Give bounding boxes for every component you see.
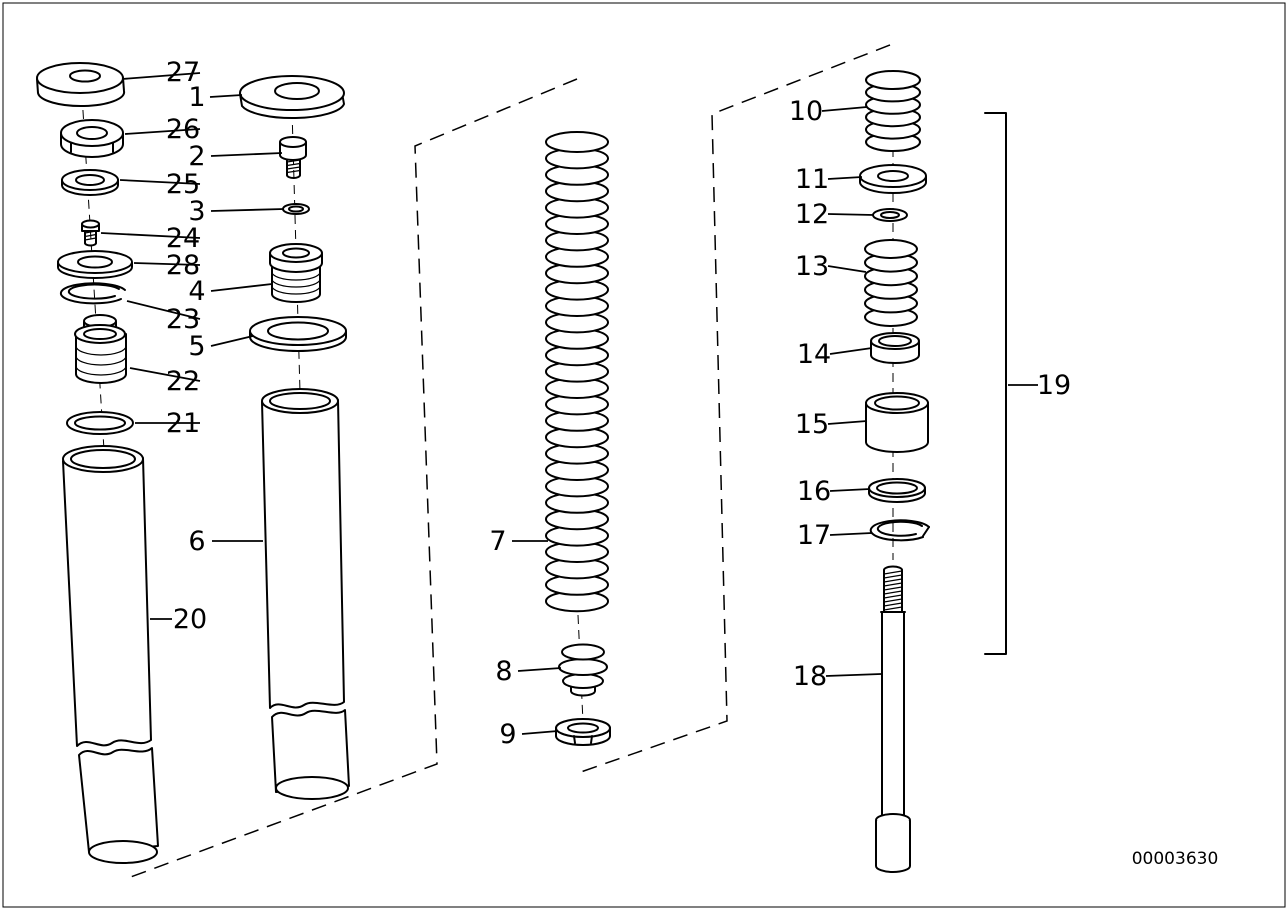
part-23-snap-ring xyxy=(59,282,126,305)
doc-number: 00003630 xyxy=(1132,849,1219,869)
part-13-spring xyxy=(864,239,918,327)
part-16-ring xyxy=(868,478,926,503)
part-label-21: 21 xyxy=(166,408,200,439)
leader-line-24 xyxy=(100,232,201,239)
part-26-nut xyxy=(60,119,124,158)
part-6-fork-tube xyxy=(261,388,350,800)
part-label-14: 14 xyxy=(797,339,831,370)
leader-line-15 xyxy=(827,420,868,425)
leader-line-14 xyxy=(829,347,873,355)
part-10-spring xyxy=(865,70,921,152)
leader-line-4 xyxy=(210,283,273,292)
part-label-22: 22 xyxy=(166,366,200,397)
part-24-screw xyxy=(81,219,100,247)
leader-line-25 xyxy=(119,179,201,185)
part-28-washer xyxy=(57,250,133,279)
part-17-snap-ring xyxy=(869,519,930,542)
part-8-buffer xyxy=(558,643,608,697)
part-label-6: 6 xyxy=(188,526,205,557)
part-label-2: 2 xyxy=(188,141,205,172)
leader-line-13 xyxy=(827,265,867,273)
part-label-1: 1 xyxy=(188,82,205,113)
part-label-9: 9 xyxy=(499,719,516,750)
leader-line-9 xyxy=(521,730,559,735)
part-2-fitting xyxy=(279,136,307,179)
leader-line-10 xyxy=(821,106,868,112)
part-12-ring xyxy=(872,208,908,222)
fold-line-left xyxy=(127,78,578,879)
leader-line-23 xyxy=(126,300,201,320)
leader-line-1 xyxy=(209,94,243,98)
leader-line-2 xyxy=(210,152,283,157)
part-label-24: 24 xyxy=(166,223,200,254)
part-label-15: 15 xyxy=(795,409,829,440)
part-label-20: 20 xyxy=(173,604,207,635)
leader-line-16 xyxy=(829,488,871,492)
part-label-4: 4 xyxy=(188,276,205,307)
leader-line-18 xyxy=(825,673,882,677)
leader-line-27 xyxy=(121,72,201,80)
part-label-26: 26 xyxy=(166,114,200,145)
part-9-retainer xyxy=(555,718,611,746)
part-label-5: 5 xyxy=(188,331,205,362)
part-number-labels: 27 1 26 2 25 3 24 28 4 23 5 22 21 6 20 7… xyxy=(166,57,1071,750)
part-11-washer xyxy=(859,164,927,194)
part-label-18: 18 xyxy=(793,661,827,692)
leader-line-28 xyxy=(133,262,201,266)
leader-line-17 xyxy=(829,532,873,536)
part-15-sleeve xyxy=(865,392,929,453)
part-18-damper-rod xyxy=(875,565,911,873)
part-label-19: 19 xyxy=(1037,370,1071,401)
leader-line-3 xyxy=(210,208,285,212)
part-25-washer xyxy=(61,169,119,196)
part-label-17: 17 xyxy=(797,520,831,551)
part-21-o-ring xyxy=(66,411,134,435)
part-1-cap xyxy=(239,75,345,120)
part-label-27: 27 xyxy=(166,57,200,88)
part-14-ring xyxy=(870,332,920,364)
fold-line-right xyxy=(577,44,891,774)
part-5-washer xyxy=(249,316,347,352)
part-label-7: 7 xyxy=(489,526,506,557)
part-label-28: 28 xyxy=(166,250,200,281)
part-4-plug xyxy=(269,243,323,303)
part-22-bushing xyxy=(74,314,127,384)
leader-lines xyxy=(100,72,1038,735)
part-label-8: 8 xyxy=(495,656,512,687)
part-7-spring xyxy=(545,131,609,613)
leader-line-26 xyxy=(124,128,201,135)
part-label-10: 10 xyxy=(789,96,823,127)
part-label-16: 16 xyxy=(797,476,831,507)
bracket-19 xyxy=(984,112,1007,655)
part-label-23: 23 xyxy=(166,304,200,335)
part-label-11: 11 xyxy=(795,164,829,195)
part-label-13: 13 xyxy=(795,251,829,282)
part-20-slider-tube xyxy=(62,445,159,864)
leader-line-22 xyxy=(129,367,201,382)
leader-line-12 xyxy=(827,213,875,216)
part-27-cap xyxy=(36,62,126,108)
part-label-25: 25 xyxy=(166,169,200,200)
leader-line-8 xyxy=(517,667,562,672)
part-label-3: 3 xyxy=(188,196,205,227)
leader-line-11 xyxy=(827,176,863,180)
part-label-12: 12 xyxy=(795,199,829,230)
leader-line-5 xyxy=(210,335,254,347)
part-3-ring xyxy=(282,203,310,215)
